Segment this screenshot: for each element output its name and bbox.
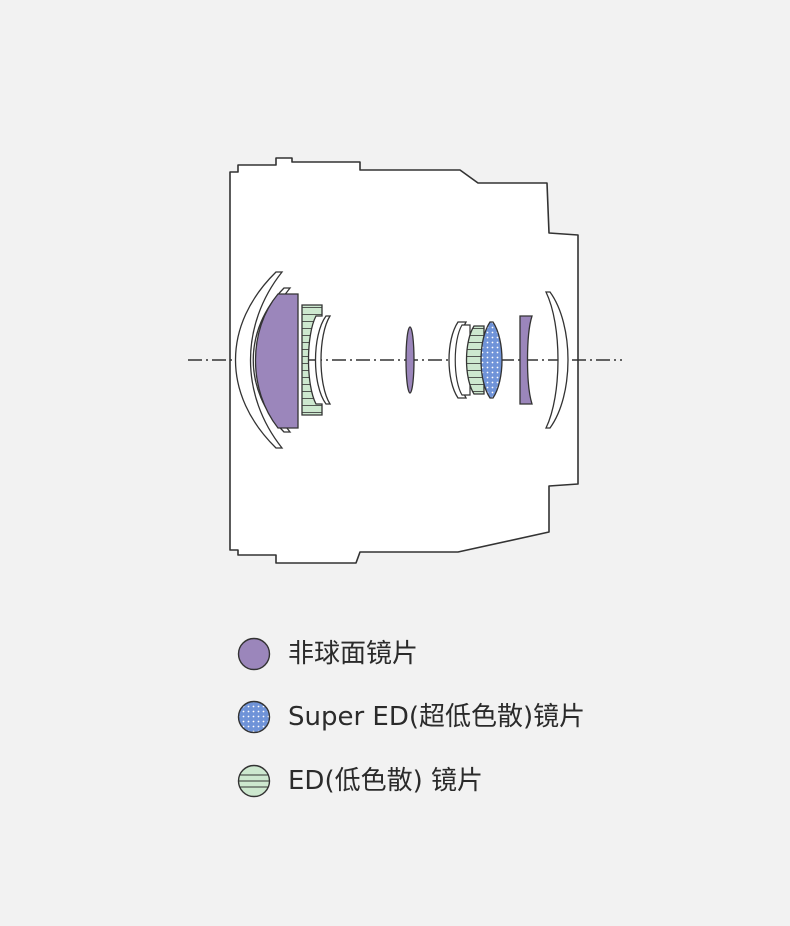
- last-meniscus-lens: [544, 291, 569, 429]
- legend-label-ed: ED(低色散) 镜片: [288, 766, 484, 796]
- super-ed-rear-lens: [480, 321, 503, 399]
- ed-lens-icon: [237, 764, 271, 798]
- ed-rear-lens: [465, 325, 485, 395]
- ed-front-lens: [301, 304, 323, 416]
- legend-item-ed: ED(低色散) 镜片: [236, 763, 483, 799]
- front-group-rear-element: [314, 315, 332, 405]
- front-meniscus-lens: [235, 271, 284, 449]
- super-ed-lens-icon: [237, 700, 271, 734]
- legend-label-super-ed: Super ED(超低色散)镜片: [288, 702, 586, 732]
- aspherical-middle-lens: [405, 326, 415, 394]
- rear-group-second-element: [454, 324, 471, 396]
- aspherical-rear-lens: [519, 315, 533, 405]
- legend-item-super-ed: Super ED(超低色散)镜片: [236, 699, 585, 735]
- aspherical-lens-icon: [237, 637, 271, 671]
- legend-item-aspherical: 非球面镜片: [236, 636, 418, 672]
- aspherical-front-lens: [254, 293, 299, 429]
- legend-label-aspherical: 非球面镜片: [288, 639, 419, 669]
